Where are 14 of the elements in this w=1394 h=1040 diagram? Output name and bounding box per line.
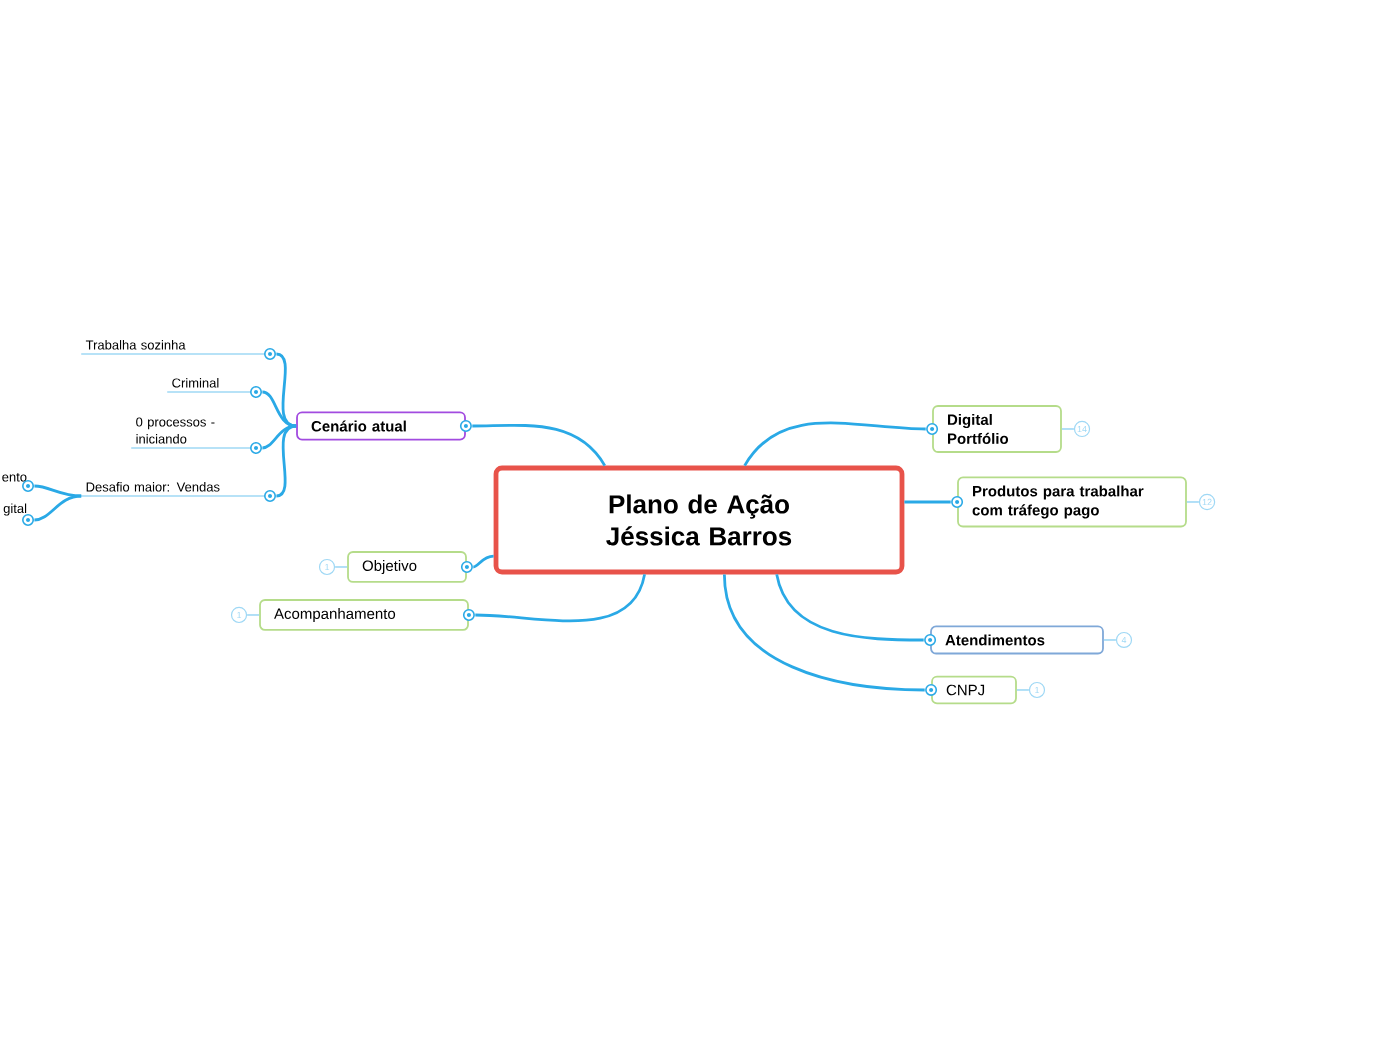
connector-line (262, 424, 297, 450)
central-topic-box: Plano de Ação Jéssica Barros (493, 465, 905, 575)
connector-line (904, 500, 951, 504)
connector-line (775, 574, 924, 642)
connector-line (472, 423, 606, 467)
connector-line (34, 484, 82, 498)
connector-line (276, 424, 297, 498)
connector-line (743, 421, 926, 467)
connector-line (276, 352, 297, 428)
connector-line (475, 573, 646, 623)
connector-line (722, 574, 925, 692)
connector-line (472, 554, 494, 569)
connector-line (262, 390, 297, 428)
connector-line (34, 494, 82, 522)
